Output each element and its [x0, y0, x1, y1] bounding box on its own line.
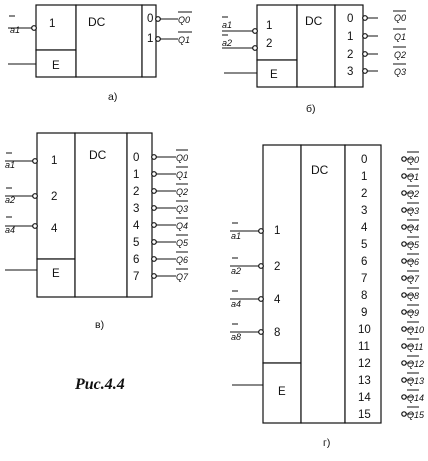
- caption: б): [306, 103, 316, 115]
- output-pin: 1: [361, 171, 367, 183]
- enable-label: E: [270, 69, 278, 81]
- decoder-a: DC E 1 a1 0 Q0 1 Q1 а): [8, 4, 192, 103]
- output-signal: Q8: [407, 291, 419, 301]
- output-signal: Q5: [407, 240, 420, 250]
- output-pin: 14: [358, 392, 371, 404]
- dc-label: DC: [305, 14, 323, 28]
- output-signal: Q1: [178, 35, 190, 45]
- output-pin: 1: [347, 31, 353, 43]
- input-signal: a4: [5, 225, 15, 235]
- output-signal: Q1: [394, 32, 406, 42]
- output-signal: Q1: [176, 170, 188, 180]
- dc-label: DC: [88, 15, 106, 29]
- output-pin: 9: [361, 307, 367, 319]
- input-pin: 4: [51, 223, 58, 235]
- caption: а): [108, 91, 117, 103]
- output-signal: Q3: [407, 206, 419, 216]
- caption: г): [323, 437, 330, 449]
- output-signal: Q3: [176, 204, 188, 214]
- output-signal: Q0: [176, 153, 188, 163]
- output-pin: 11: [358, 341, 370, 353]
- output-signal: Q0: [407, 155, 419, 165]
- input-signal: a1: [10, 25, 20, 35]
- output-pin: 13: [358, 375, 371, 387]
- input-signal: a8: [231, 332, 241, 342]
- input-pin: 2: [274, 261, 280, 273]
- output-pin: 5: [361, 239, 367, 251]
- output-pin: 0: [147, 13, 153, 25]
- output-signal: Q0: [394, 13, 406, 23]
- output-pin: 12: [358, 358, 371, 370]
- caption: в): [95, 319, 104, 331]
- output-signal: Q1: [407, 172, 419, 182]
- output-pin: 2: [347, 49, 353, 61]
- dc-label: DC: [311, 163, 329, 177]
- enable-label: E: [278, 386, 286, 398]
- output-pin: 0: [361, 154, 367, 166]
- output-pin: 2: [133, 186, 139, 198]
- input-signal: a1: [5, 160, 15, 170]
- output-signal: Q10: [407, 325, 424, 335]
- output-signal: Q9: [407, 308, 419, 318]
- output-signal: Q12: [407, 359, 424, 369]
- input-pin: 1: [266, 20, 272, 32]
- output-signal: Q2: [176, 187, 188, 197]
- output-pin: 7: [133, 271, 139, 283]
- input-pin: 4: [274, 294, 281, 306]
- output-pin: 3: [347, 66, 353, 78]
- input-signal: a2: [222, 38, 232, 48]
- output-pin: 1: [133, 169, 139, 181]
- output-pin: 4: [361, 222, 368, 234]
- output-signal: Q3: [394, 67, 406, 77]
- output-pin: 3: [361, 205, 367, 217]
- input-signal: a2: [231, 266, 241, 276]
- output-pin: 0: [133, 152, 139, 164]
- output-pin: 1: [147, 33, 153, 45]
- decoder-b: DC E 1 a1 2 a2 0 Q0 1 Q1 2 Q2 3 Q3: [222, 4, 406, 115]
- output-signal: Q14: [407, 393, 424, 403]
- enable-label: E: [52, 268, 60, 280]
- decoder-v: DC E 1 a1 2 a2 4 a4 0 Q0 1 Q1 2 Q2: [5, 132, 189, 331]
- input-signal: a1: [222, 20, 232, 30]
- input-signal: a1: [231, 231, 241, 241]
- output-signal: Q7: [176, 272, 189, 282]
- output-pin: 15: [358, 409, 371, 421]
- dc-label: DC: [89, 148, 107, 162]
- input-signal: a4: [231, 299, 241, 309]
- enable-label: E: [52, 60, 60, 72]
- output-signal: Q5: [176, 238, 189, 248]
- output-signal: Q13: [407, 376, 424, 386]
- input-pin: 1: [51, 155, 57, 167]
- input-pin: 2: [266, 38, 272, 50]
- output-pin: 6: [133, 254, 139, 266]
- output-signal: Q6: [176, 255, 188, 265]
- output-pin: 6: [361, 256, 367, 268]
- output-pin: 8: [361, 290, 367, 302]
- output-signal: Q4: [176, 221, 188, 231]
- output-signal: Q4: [407, 223, 419, 233]
- output-pin: 7: [361, 273, 367, 285]
- output-signal: Q15: [407, 410, 425, 420]
- output-signal: Q11: [407, 342, 423, 352]
- output-pin: 4: [133, 220, 140, 232]
- decoder-g: DC E 1 a1 2 a2 4 a4 8 a8 0 Q0 1 Q1: [230, 144, 425, 449]
- output-signal: Q2: [394, 50, 406, 60]
- output-signal: Q6: [407, 257, 419, 267]
- output-pin: 2: [361, 188, 367, 200]
- output-pin: 0: [347, 13, 353, 25]
- figure-title: Рис.4.4: [74, 376, 125, 393]
- output-pin: 3: [133, 203, 139, 215]
- input-pin: 1: [274, 225, 280, 237]
- output-signal: Q7: [407, 274, 420, 284]
- output-signal: Q2: [407, 189, 419, 199]
- input-signal: a2: [5, 195, 15, 205]
- input-pin: 8: [274, 327, 280, 339]
- output-pin: 10: [358, 324, 371, 336]
- input-pin: 1: [49, 18, 55, 30]
- output-pin: 5: [133, 237, 139, 249]
- input-pin: 2: [51, 191, 57, 203]
- output-signal: Q0: [178, 15, 190, 25]
